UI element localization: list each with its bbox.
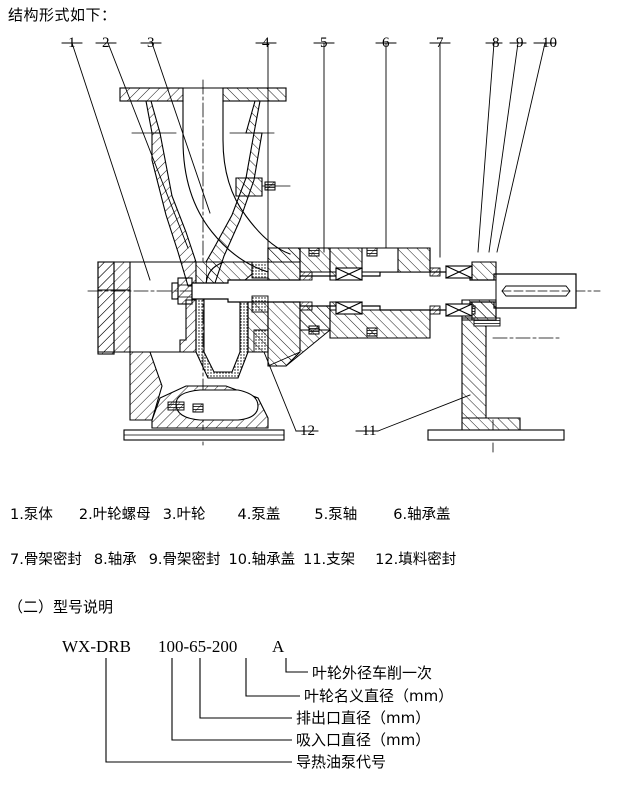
legend-item-number: 1. — [10, 507, 24, 523]
callout-number-5: 5 — [320, 35, 328, 51]
legend-item-11: 11.支架 — [303, 548, 355, 569]
legend-item-number: 9. — [148, 552, 163, 568]
model-designation-diagram: WX-DRB 100-65-200 A 叶轮外径车削一次 叶轮名义直径（mm） … — [0, 630, 637, 800]
legend-item-number: 6. — [393, 507, 408, 523]
pump-cover — [267, 247, 331, 367]
model-code-prefix: WX-DRB — [62, 637, 131, 656]
legend-item-label: 泵轴 — [328, 507, 358, 523]
model-note-4: 导热油泵代号 — [296, 753, 386, 771]
model-note-1: 叶轮名义直径（mm） — [304, 687, 453, 705]
legend-item-5: 5.泵轴 — [314, 503, 357, 524]
callout-number-9: 9 — [516, 35, 524, 51]
model-note-2: 排出口直径（mm） — [296, 709, 430, 727]
legend-item-10: 10.轴承盖 — [229, 548, 296, 569]
side-fasteners — [192, 177, 291, 413]
legend-item-9: 9.骨架密封 — [149, 548, 221, 569]
callout-number-8: 8 — [492, 35, 500, 51]
legend-item-7: 7.骨架密封 — [10, 548, 82, 569]
legend-item-12: 12.填料密封 — [375, 548, 456, 569]
legend-item-number: 2. — [78, 507, 93, 523]
callout-number-4: 4 — [262, 35, 270, 51]
legend-item-number: 4. — [237, 507, 252, 523]
callout-number-12: 12 — [300, 423, 315, 439]
legend-item-label: 支架 — [326, 552, 356, 568]
legend-item-label: 泵体 — [23, 507, 53, 523]
model-note-0: 叶轮外径车削一次 — [312, 664, 432, 682]
callout-number-11: 11 — [362, 423, 377, 439]
legend-item-number: 7. — [10, 552, 24, 568]
impeller-nut — [171, 277, 193, 305]
callout-number-6: 6 — [382, 35, 390, 51]
callout-number-7: 7 — [436, 35, 444, 51]
legend-item-2: 2.叶轮螺母 — [79, 503, 151, 524]
legend-item-number: 11. — [303, 552, 327, 568]
callout-number-1: 1 — [68, 35, 76, 51]
packing-seal — [251, 261, 269, 353]
legend-item-3: 3.叶轮 — [163, 503, 206, 524]
legend-item-label: 骨架密封 — [162, 552, 221, 568]
legend-item-6: 6.轴承盖 — [393, 503, 450, 524]
pump-assembly-diagram — [61, 42, 601, 453]
legend-item-label: 叶轮 — [176, 507, 206, 523]
model-code-suffix: A — [272, 637, 285, 656]
pump-casing — [97, 100, 291, 441]
legend-item-label: 泵盖 — [251, 507, 281, 523]
callout-number-3: 3 — [147, 35, 155, 51]
legend-item-number: 12. — [375, 552, 399, 568]
legend-item-label: 填料密封 — [398, 552, 457, 568]
legend-item-4: 4.泵盖 — [238, 503, 281, 524]
legend-item-number: 10. — [228, 552, 252, 568]
page-title: 结构形式如下： — [8, 6, 117, 24]
model-code-numbers: 100-65-200 — [158, 637, 237, 656]
section-heading: （二）型号说明 — [8, 598, 114, 616]
legend-item-label: 轴承盖 — [407, 507, 451, 523]
seals-and-covers — [299, 261, 497, 321]
callout-number-10: 10 — [542, 35, 557, 51]
legend-item-number: 8. — [93, 552, 108, 568]
model-note-3: 吸入口直径（mm） — [296, 731, 430, 749]
legend-item-1: 1.泵体 — [10, 503, 53, 524]
legend-item-label: 骨架密封 — [23, 552, 82, 568]
legend-item-label: 轴承 — [107, 552, 137, 568]
legend-item-number: 5. — [314, 507, 329, 523]
legend-item-number: 3. — [162, 507, 177, 523]
callout-number-2: 2 — [102, 35, 110, 51]
parts-legend-row-1: 1.泵体 2.叶轮螺母 3.叶轮 4.泵盖 5.泵轴 6.轴承盖 — [0, 503, 637, 524]
legend-item-label: 轴承盖 — [251, 552, 296, 568]
legend-item-label: 叶轮螺母 — [92, 507, 151, 523]
legend-item-8: 8.轴承 — [94, 548, 137, 569]
